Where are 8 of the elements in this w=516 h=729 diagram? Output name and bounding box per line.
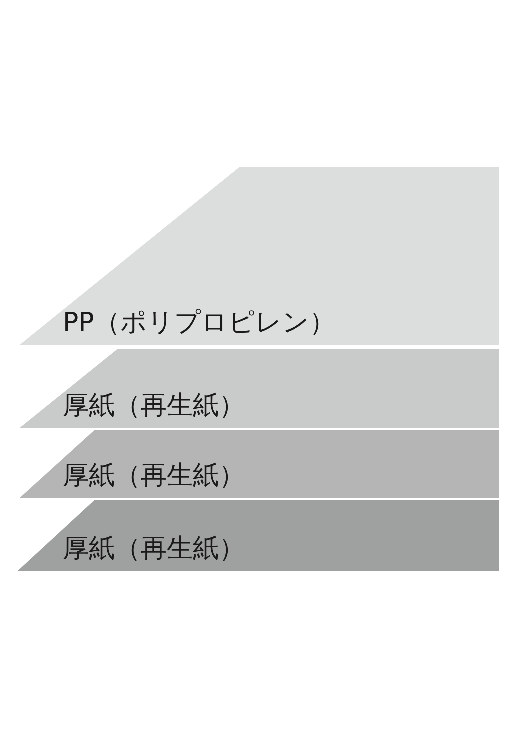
layer-band: [20, 349, 499, 428]
layer-label: 厚紙（再生紙）: [63, 461, 245, 491]
layer-band: [20, 167, 499, 345]
layer-label: PP（ポリプロピレン）: [63, 308, 336, 338]
layer-label: 厚紙（再生紙）: [63, 391, 245, 421]
layer-band: [18, 500, 499, 571]
layer-band: [20, 430, 499, 498]
layer-label: 厚紙（再生紙）: [63, 534, 245, 564]
